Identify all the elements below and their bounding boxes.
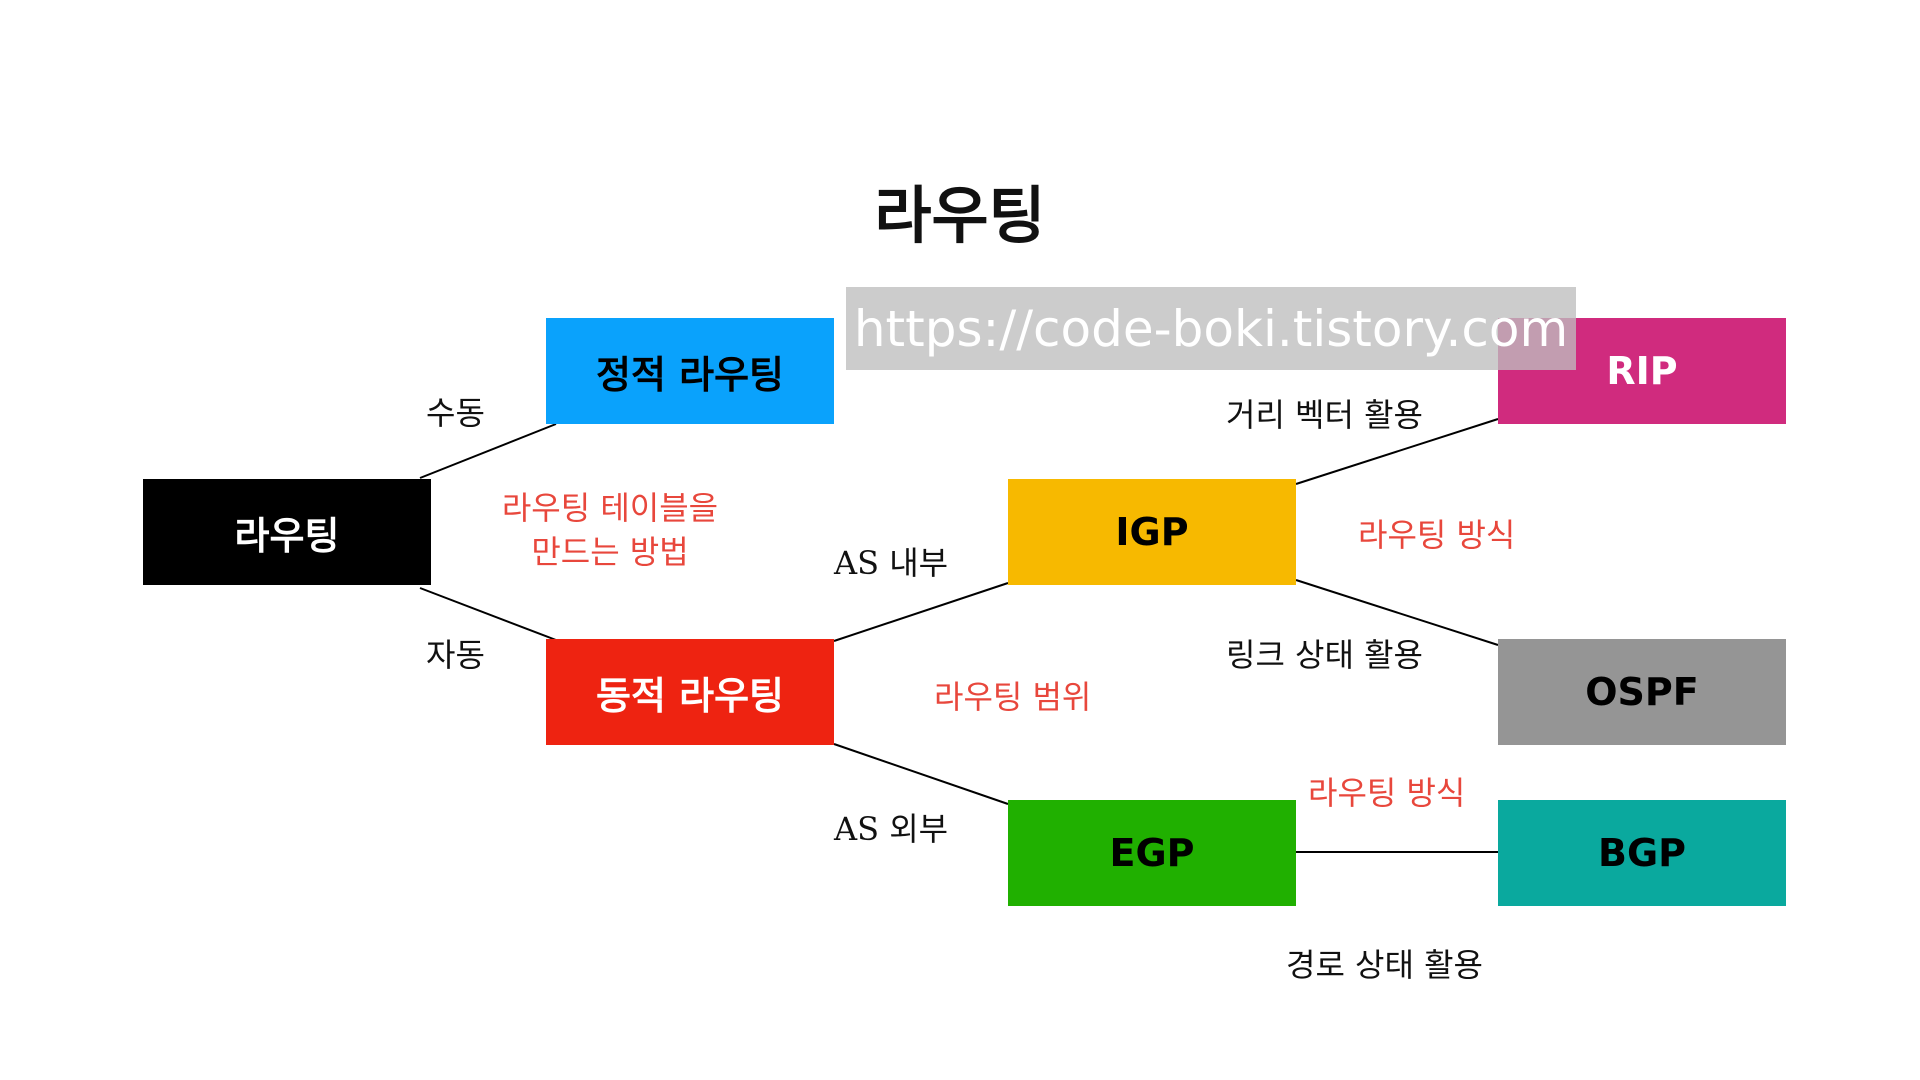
diagram-title: 라우팅	[874, 179, 1046, 252]
annotation-scope: 라우팅 범위	[934, 678, 1092, 716]
node-routing: 라우팅	[143, 479, 431, 585]
label-distance-vector: 거리 벡터 활용	[1226, 396, 1423, 434]
watermark-url: https://code-boki.tistory.com	[846, 287, 1576, 370]
node-dynamic-routing: 동적 라우팅	[546, 639, 834, 745]
connector-dynamic-igp	[833, 582, 1009, 642]
connector-dynamic-egp	[833, 743, 1009, 805]
annotation-table-method-line2: 만드는 방법	[531, 533, 689, 571]
connector-routing-static	[419, 423, 557, 479]
annotation-method-egp: 라우팅 방식	[1308, 774, 1466, 812]
connector-igp-ospf	[1295, 579, 1499, 646]
label-link-state: 링크 상태 활용	[1226, 636, 1423, 674]
annotation-table-method: 라우팅 테이블을 만드는 방법	[478, 486, 742, 574]
node-ospf: OSPF	[1498, 639, 1786, 745]
label-manual: 수동	[426, 394, 485, 432]
label-auto: 자동	[426, 636, 485, 674]
node-static-routing: 정적 라우팅	[546, 318, 834, 424]
node-bgp: BGP	[1498, 800, 1786, 906]
label-as-outside: AS 외부	[834, 810, 949, 848]
annotation-method-igp: 라우팅 방식	[1358, 516, 1516, 554]
annotation-table-method-line1: 라우팅 테이블을	[501, 489, 719, 527]
label-path-state: 경로 상태 활용	[1286, 946, 1483, 984]
label-as-inside: AS 내부	[834, 544, 949, 582]
node-egp: EGP	[1008, 800, 1296, 906]
connector-igp-rip	[1295, 418, 1499, 485]
node-igp: IGP	[1008, 479, 1296, 585]
connector-routing-dynamic	[419, 587, 557, 641]
